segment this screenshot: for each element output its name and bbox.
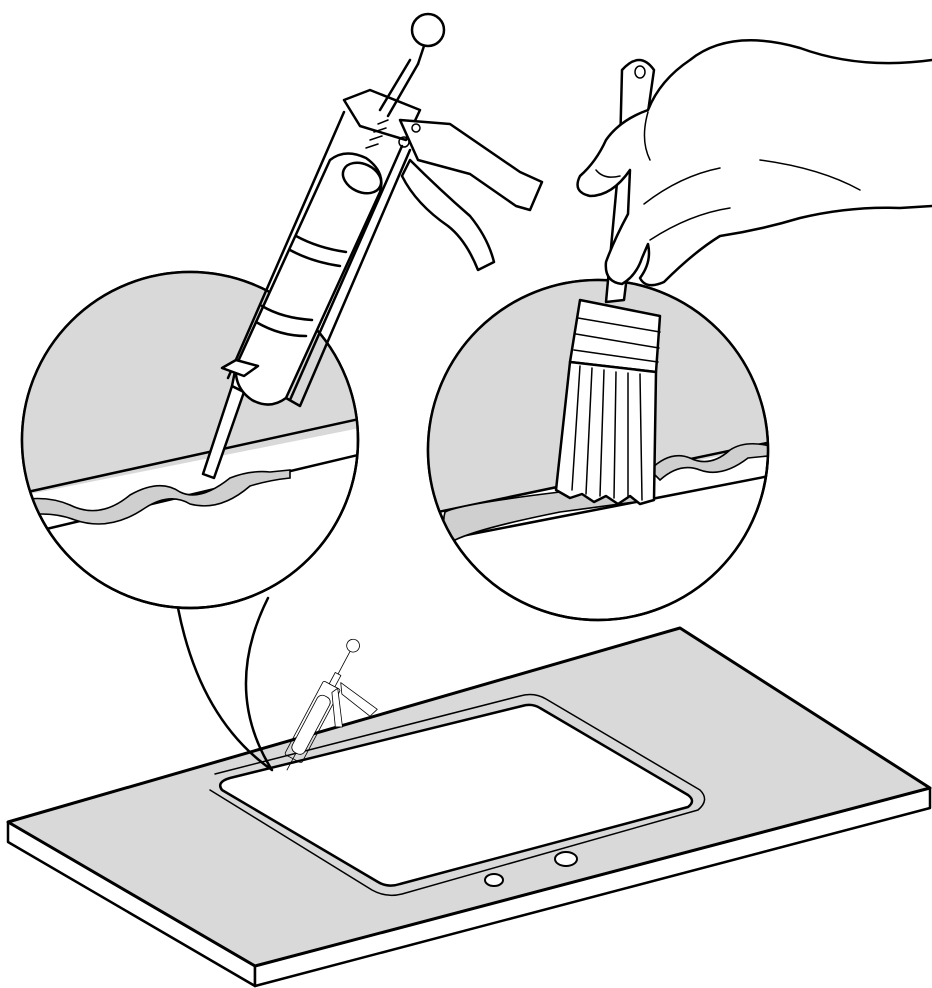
faucet-hole [485,874,503,886]
callout-pointer [178,598,272,770]
faucet-hole [555,852,577,866]
plunger-hook [412,14,444,46]
countertop [8,628,930,986]
